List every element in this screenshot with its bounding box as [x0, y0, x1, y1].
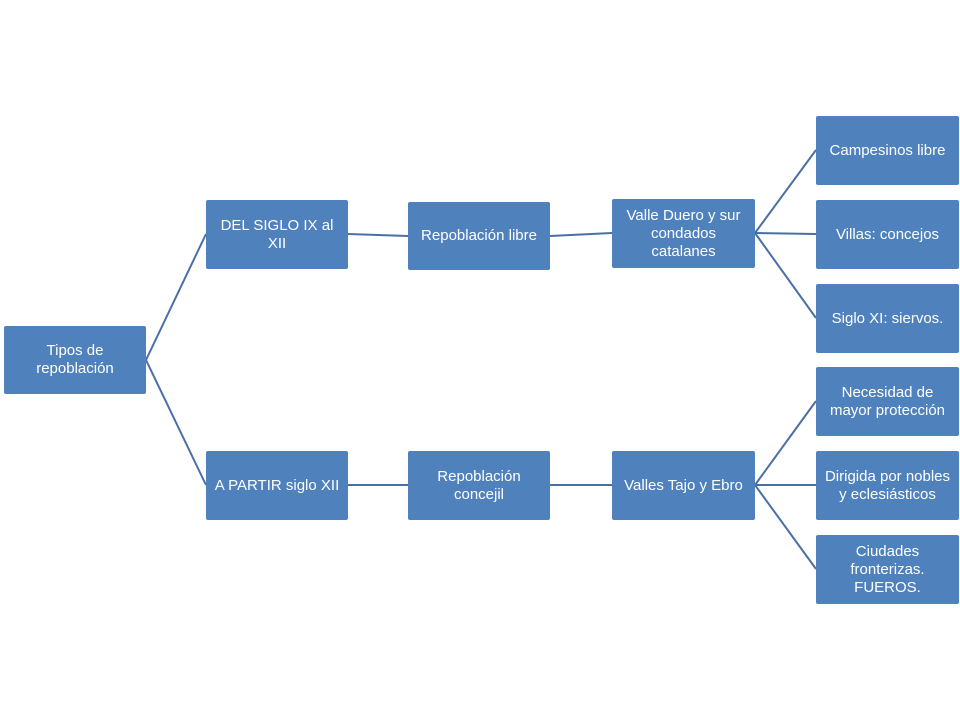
region-label-2: Valles Tajo y Ebro [624, 476, 743, 494]
connector-type1-region1 [549, 232, 613, 237]
detail-label-2-3: Ciudades fronterizas. FUEROS. [850, 542, 925, 596]
detail-node-1-1: Campesinos libre [816, 116, 959, 185]
period-node-1: DEL SIGLO IX al XII [206, 200, 348, 269]
connector-region1-detail2 [754, 232, 817, 235]
detail-label-2-1: Necesidad de mayor protección [829, 383, 946, 419]
connector-region2-detail3 [754, 484, 817, 570]
type-node-2: Repoblación concejil [408, 451, 550, 520]
detail-label-1-3: Siglo XI: siervos. [831, 309, 944, 327]
detail-node-2-3: Ciudades fronterizas. FUEROS. [816, 535, 959, 604]
connector-region2-detail1 [754, 400, 817, 486]
detail-node-2-2: Dirigida por nobles y eclesiásticos [816, 451, 959, 520]
region-label-1: Valle Duero y sur condados catalanes [626, 206, 741, 260]
connector-region1-detail3 [754, 232, 817, 319]
detail-label-1-2: Villas: concejos [835, 225, 940, 243]
type-node-1: Repoblación libre [408, 202, 550, 270]
connector-root-branch1 [145, 233, 207, 361]
detail-node-1-2: Villas: concejos [816, 200, 959, 269]
detail-label-2-2: Dirigida por nobles y eclesiásticos [824, 467, 951, 503]
root-label: Tipos de repoblación [36, 342, 114, 377]
period-label-2: A PARTIR siglo XII [214, 476, 340, 494]
period-node-2: A PARTIR siglo XII [206, 451, 348, 520]
type-label-2: Repoblación concejil [437, 467, 521, 503]
connector-period1-type1 [347, 233, 409, 237]
type-label-1: Repoblación libre [421, 227, 537, 244]
period-label-1: DEL SIGLO IX al XII [220, 216, 334, 252]
detail-node-1-3: Siglo XI: siervos. [816, 284, 959, 353]
region-node-2: Valles Tajo y Ebro [612, 451, 755, 520]
region-node-1: Valle Duero y sur condados catalanes [612, 199, 755, 268]
connector-region1-detail1 [754, 149, 817, 234]
connector-root-branch2 [145, 359, 207, 486]
root-node: Tipos de repoblación [4, 326, 146, 394]
detail-label-1-1: Campesinos libre [829, 141, 946, 159]
detail-node-2-1: Necesidad de mayor protección [816, 367, 959, 436]
